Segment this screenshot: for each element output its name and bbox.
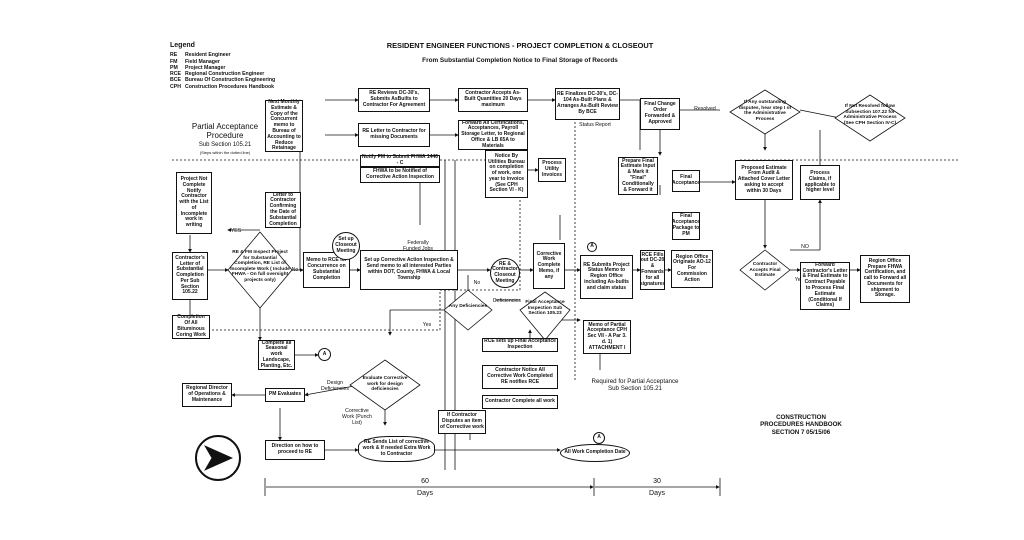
corrective-work-label: Corrective Work (Punch List) <box>342 408 372 427</box>
rce-setup-final-box: RCE sets up Final Acceptance Inspection <box>482 338 558 352</box>
connector-a-circle-2: A <box>318 348 331 361</box>
rce-files-box: RCE Fills out DC-20 & Forwards for all s… <box>640 250 665 290</box>
no-label: No <box>473 280 481 286</box>
yes-label-inspect: YES <box>230 228 242 234</box>
forward-contractor-box: Forward Contractor's Letter & Final Esti… <box>800 262 850 310</box>
forward-certifications-box: Forward All Certifications, Acceptances,… <box>458 120 528 150</box>
memo-partial-box: Memo of Partial Acceptance CPH Sec VII -… <box>583 320 631 354</box>
prepare-final-estimate-box: Prepare Final Estimate Input & Mark it "… <box>618 157 658 195</box>
contractor-letter-box: Contractor's Letter of Substantial Compl… <box>172 252 208 300</box>
timeline-seg1-unit: Days <box>417 490 433 497</box>
legend-heading: Legend <box>170 42 195 49</box>
resolved-label: Resolved <box>694 106 716 112</box>
partial-acceptance-note: (Steps within the dotted line) <box>199 150 251 155</box>
setup-corrective-box: Set up Corrective Action Inspection & Se… <box>360 250 458 290</box>
page-title: RESIDENT ENGINEER FUNCTIONS - PROJECT CO… <box>386 41 654 50</box>
corrective-complete-box: Corrective Work Complete Memo, if any <box>533 243 565 289</box>
evaluate-corrective-decision: Evaluate Corrective work for design defi… <box>362 376 408 393</box>
partial-acceptance-title: Partial Acceptance Procedure <box>191 122 259 141</box>
yes-label: Yes <box>422 322 432 328</box>
process-claims-box: Process Claims, if applicable to higher … <box>800 165 840 200</box>
contractor-accepts-asbuilt-box: Contractor Accepts As-Built Quantities 2… <box>458 88 528 112</box>
if-outstanding-decision: If Any outstanding disputes, hear step I… <box>738 100 792 122</box>
re-finalizes-box: RE Finalizes DC-30's, DC-104 As-Built Pl… <box>555 88 620 120</box>
re-contractor-closeout-circle: RE & Contractor Closeout Meeting <box>490 258 520 288</box>
re-submits-box: RE Submits Project Status Memo to Region… <box>580 255 633 299</box>
yes-label-final: Yes <box>794 277 804 283</box>
pm-evaluates-box: PM Evaluates <box>265 388 305 402</box>
regional-director-box: Regional Director of Operations & Mainte… <box>182 383 232 407</box>
final-acceptance-package-box: Final Acceptance Package to PM <box>672 212 700 240</box>
if-not-resolved-decision: If Not Resolved follow Subsection 107.22… <box>843 104 897 126</box>
if-contractor-disputes-box: If Contractor Disputes an item of Correc… <box>438 410 486 434</box>
letter-to-contractor-box: Letter to Contractor Confirming the Date… <box>265 192 301 228</box>
region-prepare-fhwa-box: Region Office Prepare FHWA Certification… <box>860 255 910 303</box>
timeline-seg2-value: 30 <box>653 478 661 485</box>
timeline-seg2-unit: Days <box>649 490 665 497</box>
design-deficiencies-label: Design Deficiencies <box>321 380 349 393</box>
deficiencies-label: Deficiencies <box>493 298 521 304</box>
required-for-label: Required for Partial Acceptance Sub Sect… <box>591 378 679 393</box>
re-fm-inspect-decision: RE & FM Inspect Project for Substantial … <box>230 250 290 283</box>
contractor-complete-all-box: Contractor Complete all work <box>482 395 558 409</box>
setup-closeout-circle: Set up Closeout Meeting <box>332 232 360 260</box>
complete-seasonal-box: Complete all Seasonal work Landscape, Pl… <box>258 340 295 370</box>
monthly-estimate-box: Next Monthly Estimate & Copy of the Conc… <box>265 99 303 152</box>
timeline-seg1-value: 60 <box>421 478 429 485</box>
project-not-complete-box: Project Not Complete Notify Contractor w… <box>176 172 212 234</box>
no-label-inspect: No <box>291 267 299 273</box>
partial-acceptance-section: Sub Section 105.21 <box>198 142 252 148</box>
federally-funded-label: Federally Funded Jobs <box>403 240 433 253</box>
connector-a-circle: A <box>587 242 597 252</box>
any-deficiencies-decision: Any Deficiencies <box>448 304 488 309</box>
status-report-label: Status Report <box>579 122 611 128</box>
contractor-accepts-final-decision: Contractor Accepts Final Estimate <box>749 262 781 279</box>
re-sends-list-box: RE Sends List of corrective work & If ne… <box>358 436 435 462</box>
process-utility-box: Process Utility Invoices <box>538 158 566 182</box>
re-reviews-box: RE Reviews DC-30's, Submits AsBuilts to … <box>358 88 430 112</box>
direction-on-how-box: Direction on how to proceed to RE <box>265 440 325 460</box>
agency-logo-icon <box>196 436 240 480</box>
final-change-order-box: Final Change Order Forwarded & Approved <box>640 98 680 130</box>
final-acceptance-inspection-decision: Final Acceptance Inspection Sub Section … <box>525 300 565 317</box>
region-office-ao12-box: Region Office Originate AO-12 For Commis… <box>671 250 713 288</box>
all-work-completion-box: All Work Completion Date <box>560 444 630 462</box>
notice-utilities-box: Notice By Utilities Bureau on completion… <box>485 150 528 198</box>
re-letter-missing-box: RE Letter to Contractor for missing Docu… <box>358 123 430 147</box>
final-acceptance-box: Final Acceptance <box>672 170 700 192</box>
connector-a-circle-3: A <box>593 432 605 444</box>
completion-bituminous-box: Completion Of All Bituminous Coring Work <box>172 315 210 339</box>
proposed-estimate-box: Proposed Estimate From Audit & Attached … <box>735 160 793 200</box>
page-subtitle: From Substantial Completion Notice to Fi… <box>422 57 618 64</box>
handbook-label: CONSTRUCTION PROCEDURES HANDBOOK SECTION… <box>760 414 842 436</box>
notify-pm-box: Notify PM to Submit FHWA 1446 - C <box>360 154 440 167</box>
fhwa-notified-box: FHWA to be Notified of Corrective Action… <box>360 167 440 183</box>
contractor-notice-box: Contractor Notice All Corrective Work Co… <box>482 365 558 389</box>
no-label-final: NO <box>801 244 809 250</box>
